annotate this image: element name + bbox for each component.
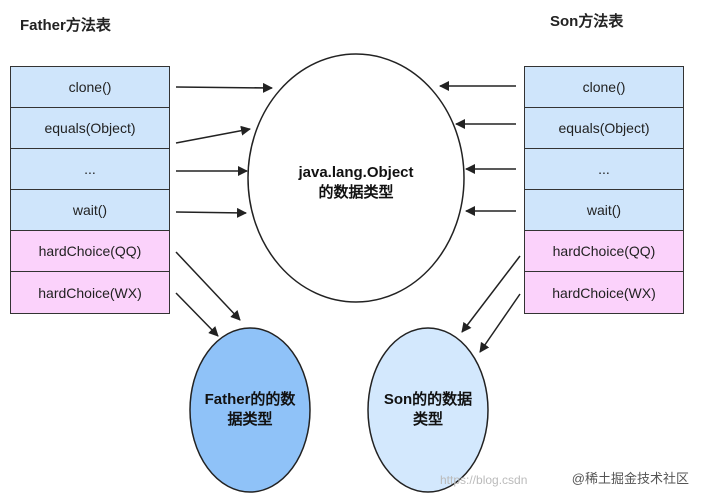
father-type-node bbox=[189, 327, 311, 493]
father-type-label-line1: Father的的数 bbox=[204, 391, 296, 408]
father-type-label-line2: 据类型 bbox=[227, 411, 273, 429]
father-method-wait: wait() bbox=[11, 190, 169, 231]
father-method-ellipsis: ... bbox=[11, 149, 169, 190]
father-method-equals: equals(Object) bbox=[11, 108, 169, 149]
son-method-wait: wait() bbox=[525, 190, 683, 231]
father-hardchoice-qq-arrow bbox=[175, 251, 241, 321]
object-type-label-line2: 的数据类型 bbox=[318, 184, 394, 202]
son-table-title: Son方法表 bbox=[550, 13, 624, 30]
father-table-title: Father方法表 bbox=[20, 17, 111, 34]
father-method-table: clone() equals(Object) ... wait() hardCh… bbox=[10, 66, 170, 314]
site-watermark: @稀土掘金技术社区 bbox=[571, 471, 689, 486]
father-method-clone: clone() bbox=[11, 67, 169, 108]
father-clone-arrow bbox=[175, 82, 273, 93]
father-wait-arrow bbox=[175, 207, 247, 218]
object-type-label: java.lang.Object 的数据类型 bbox=[272, 163, 440, 204]
son-method-hardchoice-wx: hardChoice(WX) bbox=[525, 272, 683, 313]
son-hardchoice-qq-arrow bbox=[461, 255, 521, 333]
object-type-label-line1: java.lang.Object bbox=[298, 164, 414, 181]
son-method-clone: clone() bbox=[525, 67, 683, 108]
faint-url-watermark: https://blog.csdn bbox=[440, 473, 528, 487]
son-method-ellipsis: ... bbox=[525, 149, 683, 190]
son-hardchoice-wx-arrow bbox=[479, 293, 521, 353]
son-method-table: clone() equals(Object) ... wait() hardCh… bbox=[524, 66, 684, 314]
object-type-node bbox=[247, 53, 465, 303]
father-method-hardchoice-qq: hardChoice(QQ) bbox=[11, 231, 169, 272]
father-type-label: Father的的数 据类型 bbox=[188, 390, 312, 431]
son-type-label-line2: 类型 bbox=[412, 411, 443, 429]
son-method-hardchoice-qq: hardChoice(QQ) bbox=[525, 231, 683, 272]
father-hardchoice-wx-arrow bbox=[175, 292, 219, 337]
son-type-node bbox=[367, 327, 489, 493]
son-type-label-line1: Son的的数据 bbox=[383, 391, 473, 408]
son-type-label: Son的的数据 类型 bbox=[366, 390, 490, 431]
son-method-equals: equals(Object) bbox=[525, 108, 683, 149]
father-method-hardchoice-wx: hardChoice(WX) bbox=[11, 272, 169, 313]
father-equals-arrow bbox=[175, 125, 251, 144]
